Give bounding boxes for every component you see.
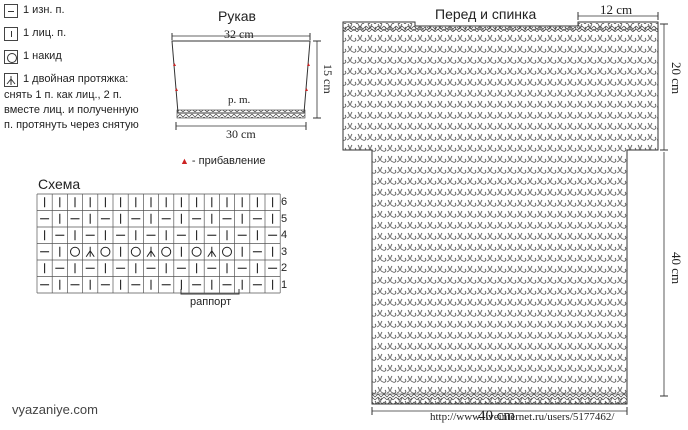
purl-dash-icon bbox=[4, 4, 18, 18]
legend-description: снять 1 п. как лиц., 2 п. вместе лиц. и … bbox=[4, 88, 139, 133]
chart-grid bbox=[36, 193, 281, 294]
sleeve-height: 15 cm bbox=[321, 64, 335, 94]
legend-label: 1 изн. п. bbox=[23, 4, 65, 16]
sleeve-title: Рукав bbox=[218, 8, 256, 24]
row-number: 5 bbox=[281, 212, 288, 225]
body-rib-top-left bbox=[343, 23, 415, 33]
legend-item-yarn-over: 1 накид bbox=[4, 50, 62, 64]
legend-item-increase: ▲ - прибавление bbox=[180, 155, 266, 167]
row-number: 6 bbox=[281, 196, 288, 208]
legend-label: 1 двойная протяжка: bbox=[23, 73, 129, 85]
sleeve-bottom-width: 30 cm bbox=[226, 127, 256, 141]
body-bottom-width: 40 cm bbox=[478, 408, 516, 424]
chart-title: Схема bbox=[38, 176, 81, 192]
double-decrease-icon bbox=[4, 73, 18, 87]
sleeve-rib-label: р. m. bbox=[228, 94, 251, 106]
row-number: 3 bbox=[281, 245, 288, 258]
chart-row-numbers: 6 5 4 3 2 1 bbox=[281, 194, 287, 293]
legend-label: 1 лиц. п. bbox=[23, 27, 67, 39]
knit-bar-icon bbox=[4, 27, 18, 41]
increase-marker-icon: ▲ bbox=[180, 156, 189, 166]
legend-label: - прибавление bbox=[191, 155, 266, 167]
legend-item-double-decrease: 1 двойная протяжка: bbox=[4, 73, 128, 87]
yarn-over-stitch bbox=[130, 246, 141, 257]
body-lower-height: 40 cm bbox=[669, 252, 684, 285]
row-number: 1 bbox=[281, 278, 288, 291]
legend-desc-line: п. протянуть через снятую bbox=[4, 119, 139, 131]
yarn-over-circle-icon bbox=[4, 50, 18, 64]
yarn-over-stitch bbox=[161, 246, 172, 257]
site-name: vyazaniye.com bbox=[12, 402, 98, 417]
yarn-over-stitch bbox=[70, 246, 80, 257]
double-decrease-stitch bbox=[207, 246, 217, 258]
row-number: 2 bbox=[281, 262, 288, 274]
legend-desc-line: снять 1 п. как лиц., 2 п. bbox=[4, 89, 122, 101]
yarn-over-stitch bbox=[100, 246, 111, 257]
body-rib-top-center bbox=[415, 27, 578, 33]
body-neck-width: 12 cm bbox=[600, 2, 633, 17]
body-upper-height: 20 cm bbox=[669, 62, 684, 95]
legend-item-purl: 1 изн. п. bbox=[4, 4, 65, 18]
row-number: 4 bbox=[281, 229, 288, 241]
legend-item-knit: 1 лиц. п. bbox=[4, 27, 66, 41]
sleeve-rib-band bbox=[176, 109, 306, 119]
body-title: Перед и спинка bbox=[435, 6, 537, 22]
body-rib-top-right bbox=[578, 23, 658, 33]
repeat-label: раппорт bbox=[190, 296, 232, 308]
double-decrease-stitch bbox=[146, 246, 156, 258]
sleeve-increase-markers bbox=[173, 63, 310, 91]
legend-desc-line: вместе лиц. и полученную bbox=[4, 104, 139, 116]
body-rib-bottom bbox=[371, 393, 628, 405]
watermark-url: http://www.liveinternet.ru/users/5177462… bbox=[430, 411, 615, 423]
yarn-over-stitch bbox=[222, 246, 232, 257]
yarn-over-stitch bbox=[191, 246, 202, 257]
double-decrease-stitch bbox=[85, 246, 95, 258]
legend-label: 1 накид bbox=[23, 50, 62, 62]
sleeve-top-width: 32 cm bbox=[224, 27, 254, 41]
